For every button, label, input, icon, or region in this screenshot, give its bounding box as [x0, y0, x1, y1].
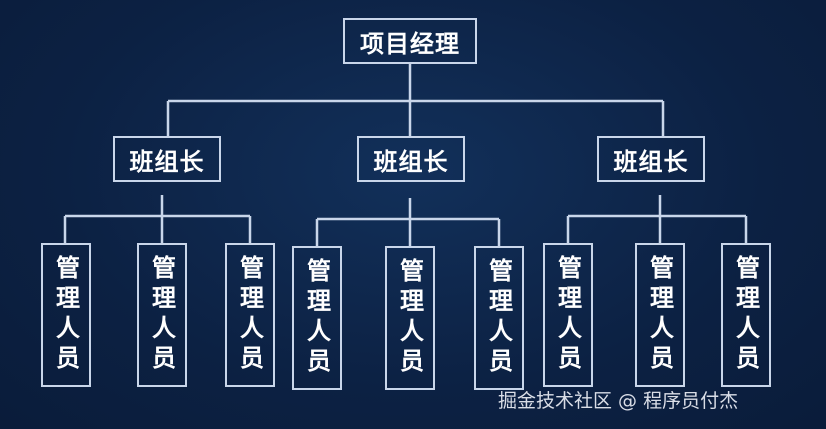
- team-leader-label: 班组长: [613, 147, 689, 176]
- project-manager-box: 项目经理: [343, 18, 477, 64]
- staff-box: 管理人员: [137, 243, 187, 387]
- staff-label: 管理人员: [395, 258, 424, 378]
- project-manager-label: 项目经理: [360, 29, 460, 58]
- staff-box: 管理人员: [225, 243, 275, 387]
- staff-label: 管理人员: [302, 258, 331, 378]
- staff-label: 管理人员: [484, 258, 513, 378]
- staff-box: 管理人员: [292, 246, 342, 390]
- team-leader-box-3: 班组长: [597, 136, 705, 182]
- staff-box: 管理人员: [41, 243, 91, 387]
- staff-box: 管理人员: [721, 243, 771, 387]
- staff-label: 管理人员: [731, 255, 760, 375]
- staff-label: 管理人员: [147, 255, 176, 375]
- staff-box: 管理人员: [385, 246, 435, 390]
- team-leader-box-1: 班组长: [113, 136, 221, 182]
- staff-box: 管理人员: [474, 246, 524, 390]
- staff-label: 管理人员: [51, 255, 80, 375]
- staff-label: 管理人员: [645, 255, 674, 375]
- team-leader-box-2: 班组长: [357, 136, 465, 182]
- team-leader-label: 班组长: [129, 147, 205, 176]
- watermark: 掘金技术社区 @ 程序员付杰: [498, 390, 739, 412]
- staff-box: 管理人员: [543, 243, 593, 387]
- staff-label: 管理人员: [235, 255, 264, 375]
- staff-box: 管理人员: [635, 243, 685, 387]
- staff-label: 管理人员: [553, 255, 582, 375]
- team-leader-label: 班组长: [373, 147, 449, 176]
